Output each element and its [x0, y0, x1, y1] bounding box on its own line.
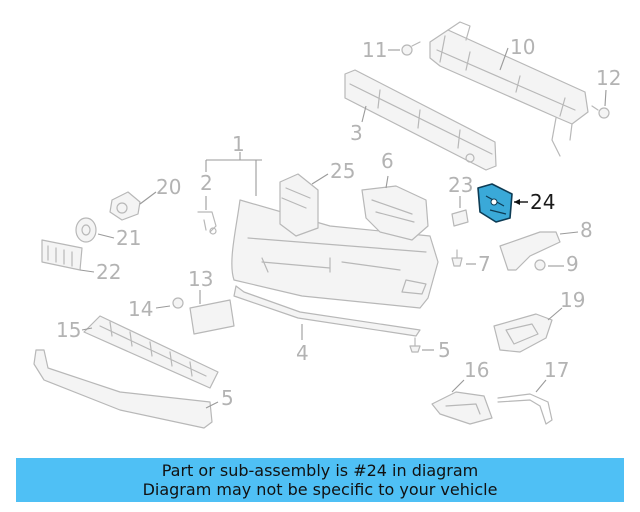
callout-16: 15	[56, 318, 93, 342]
svg-text:6: 6	[381, 149, 394, 173]
part-15-clip[interactable]	[172, 297, 184, 309]
svg-text:2: 2	[200, 171, 213, 195]
callout-1: 1	[205, 132, 262, 196]
part-23-clip[interactable]	[451, 209, 469, 227]
part-22-panel[interactable]	[41, 239, 83, 271]
callout-25: 25	[311, 159, 355, 185]
callout-22: 22	[79, 260, 121, 284]
callout-18: 17	[535, 358, 569, 393]
callout-23: 23	[448, 173, 473, 208]
part-24-highlighted-bracket[interactable]	[477, 183, 513, 223]
callout-3: 4	[296, 324, 309, 365]
svg-text:17: 17	[544, 358, 569, 382]
svg-text:5: 5	[438, 338, 451, 362]
callout-12: 11	[362, 38, 400, 62]
callout-2: 2	[200, 171, 213, 210]
callout-24: 24	[514, 190, 555, 214]
svg-text:23: 23	[448, 173, 473, 197]
part-5-lower-cover[interactable]	[33, 349, 213, 429]
part-21-ring[interactable]	[75, 217, 97, 243]
exploded-parts-diagram: 10 11 12 3	[33, 21, 621, 429]
part-12-bolt[interactable]	[401, 41, 421, 56]
callout-5: 5 5	[205, 386, 234, 410]
svg-text:1: 1	[232, 132, 245, 156]
svg-text:15: 15	[56, 318, 81, 342]
banner-line-2: Diagram may not be specific to your vehi…	[142, 480, 498, 499]
callout-9: 9	[548, 252, 579, 276]
svg-text:16: 16	[464, 358, 489, 382]
part-20-sensor[interactable]	[109, 191, 141, 221]
svg-text:25: 25	[330, 159, 355, 183]
callout-8: 8	[559, 218, 593, 242]
svg-text:19: 19	[560, 288, 585, 312]
svg-text:7: 7	[478, 252, 491, 276]
svg-text:3: 3	[350, 121, 363, 145]
callout-4: 5	[422, 338, 451, 362]
part-17-trim[interactable]	[431, 391, 493, 425]
part-11-upper-beam[interactable]	[429, 21, 589, 157]
part-7-screw[interactable]	[451, 249, 463, 267]
svg-text:24: 24	[530, 190, 555, 214]
part-9-grommet[interactable]	[534, 259, 546, 271]
part-6-bracket[interactable]	[361, 185, 429, 241]
callout-7: 7	[466, 252, 491, 276]
svg-text:5: 5	[221, 386, 234, 410]
banner-line-1: Part or sub-assembly is #24 in diagram	[161, 461, 479, 480]
svg-text:11: 11	[362, 38, 387, 62]
svg-text:13: 13	[188, 267, 213, 291]
svg-text:10: 10	[510, 35, 535, 59]
callout-13: 12	[596, 66, 621, 107]
callout-19: 19	[547, 288, 585, 321]
svg-text:12: 12	[596, 66, 621, 90]
callout-11: 10	[499, 35, 535, 71]
part-14-plate[interactable]	[189, 299, 235, 335]
callout-6: 6	[381, 149, 394, 189]
svg-text:9: 9	[566, 252, 579, 276]
part-2-bracket[interactable]	[197, 211, 217, 235]
callout-20: 20	[139, 175, 181, 205]
part-4-screw[interactable]	[409, 337, 421, 353]
callout-14: 13	[188, 267, 213, 304]
info-banner: Part or sub-assembly is #24 in diagram D…	[16, 458, 624, 502]
part-13-nut[interactable]	[591, 105, 610, 119]
svg-text:4: 4	[296, 341, 309, 365]
part-8-guide[interactable]	[499, 231, 561, 271]
callout-21: 21	[97, 226, 141, 250]
callout-17: 16	[451, 358, 489, 393]
part-25-module[interactable]	[279, 173, 319, 237]
part-16-grille[interactable]	[83, 315, 219, 389]
part-3-spoiler[interactable]	[233, 285, 421, 337]
svg-text:20: 20	[156, 175, 181, 199]
part-19-bezel[interactable]	[493, 313, 553, 353]
svg-text:22: 22	[96, 260, 121, 284]
svg-text:14: 14	[128, 297, 153, 321]
part-18-strip[interactable]	[497, 393, 553, 425]
part-10-absorber[interactable]	[344, 69, 497, 171]
svg-text:8: 8	[580, 218, 593, 242]
svg-text:21: 21	[116, 226, 141, 250]
callout-15: 14	[128, 297, 171, 321]
callout-10: 3	[350, 105, 367, 145]
